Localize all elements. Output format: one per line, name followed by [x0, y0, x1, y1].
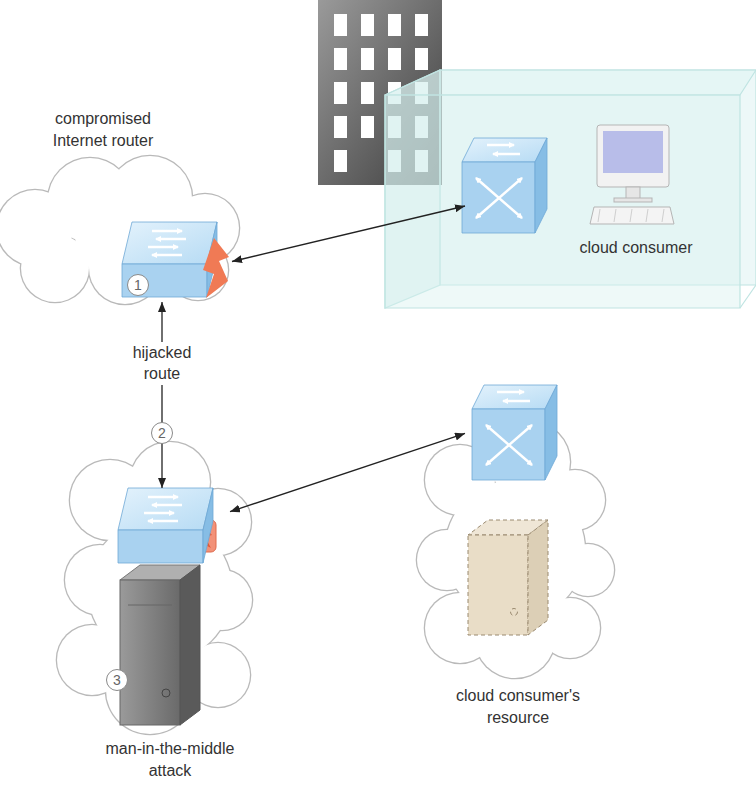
glass-enclosure	[385, 95, 740, 308]
node-heading: compromised Internet router	[28, 108, 178, 151]
callout-number: 2	[151, 422, 173, 444]
resource-node: cloud consumer's resource	[465, 385, 575, 640]
building-window	[361, 48, 374, 70]
callout-number: 1	[127, 274, 149, 296]
computer	[626, 187, 640, 199]
building-window	[388, 14, 401, 36]
lightning-symbol	[203, 238, 229, 298]
resource-switch	[472, 385, 557, 480]
connector-arrow	[230, 433, 465, 511]
consumer-node: cloud consumer	[465, 125, 700, 260]
consumer-switch	[462, 138, 547, 233]
computer	[603, 131, 663, 173]
node-heading: cloud consumer's resource	[443, 685, 593, 728]
building-window	[334, 48, 347, 70]
attacker-server	[128, 605, 172, 606]
attacker-node: 3man-in-the-middle attack	[100, 488, 230, 725]
callout-number: 3	[106, 669, 128, 691]
internet-cloud	[0, 155, 240, 306]
building-window	[361, 116, 374, 138]
computer	[614, 198, 652, 202]
attacker-server	[120, 580, 180, 725]
building-window	[334, 82, 347, 104]
connector-arrow	[161, 302, 162, 488]
building-window	[415, 48, 428, 70]
building-window	[334, 150, 347, 172]
attacker-server	[180, 565, 200, 725]
computer	[590, 207, 674, 224]
keyboard-key	[646, 209, 648, 222]
node-heading: man-in-the-middle attack	[90, 738, 250, 781]
edge-label: hijacked route	[119, 342, 205, 385]
building-window	[415, 14, 428, 36]
resource-server	[528, 520, 548, 635]
keyboard-key	[662, 209, 664, 222]
compromised-router	[122, 222, 217, 297]
building-window	[334, 14, 347, 36]
attacker-cloud	[56, 441, 254, 736]
node-label: cloud consumer	[566, 237, 706, 259]
glass-enclosure	[740, 285, 756, 308]
building-window	[388, 48, 401, 70]
computer	[597, 125, 669, 187]
connector-arrow	[232, 206, 465, 262]
router-node: compromised Internet router1	[120, 212, 232, 302]
resource-server	[468, 520, 548, 635]
keyboard-key	[614, 209, 616, 222]
resource-server	[511, 609, 518, 616]
computer	[590, 125, 674, 224]
attacker-router	[118, 488, 213, 563]
glass-enclosure	[385, 70, 756, 95]
building-window	[361, 14, 374, 36]
attacker-server	[162, 689, 170, 697]
glass-enclosure	[385, 70, 756, 308]
keyboard-key	[598, 209, 600, 222]
attacker-server	[120, 565, 200, 725]
keyboard-key	[630, 209, 632, 222]
resource-server	[468, 535, 528, 635]
building-window	[361, 82, 374, 104]
building-window	[334, 116, 347, 138]
computer	[598, 209, 664, 222]
